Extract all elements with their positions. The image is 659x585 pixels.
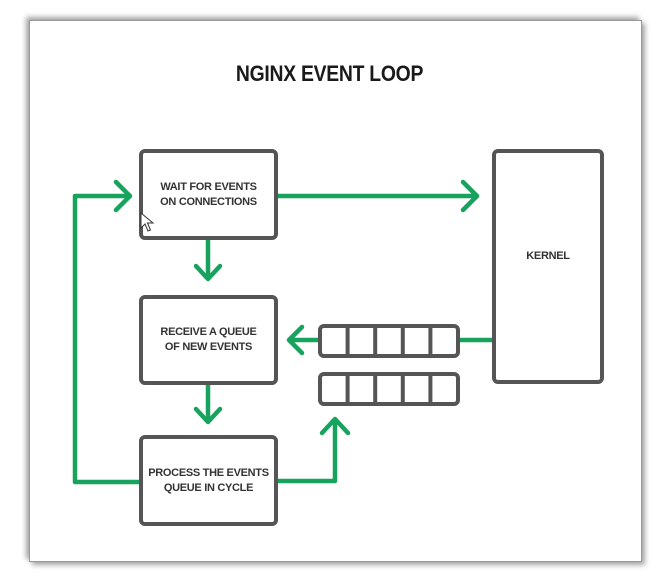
- edges: [72, 179, 496, 485]
- incoming-queue: [318, 324, 460, 358]
- node-kernel: [492, 149, 604, 384]
- label-kernel: KERNEL: [494, 151, 602, 361]
- mouse-cursor-icon: [140, 212, 155, 232]
- label-receive-queue: RECEIVE A QUEUE OF NEW EVENTS: [141, 297, 276, 383]
- label-line: OF NEW EVENTS: [164, 341, 253, 353]
- arrowhead-to-wait: [113, 179, 133, 213]
- label-line: RECEIVE A QUEUE: [160, 326, 257, 338]
- label-wait-for-events: WAIT FOR EVENTS ON CONNECTIONS: [141, 151, 276, 238]
- arrowhead-to-outgoing-queue: [319, 416, 351, 436]
- label-line: WAIT FOR EVENTS: [160, 180, 257, 193]
- node-wait-for-events: [139, 149, 278, 240]
- queue-outline: [318, 372, 460, 406]
- arrowhead-to-process: [193, 406, 223, 425]
- node-process-events: [139, 435, 278, 526]
- nodes: [139, 149, 604, 526]
- queues: [318, 324, 460, 406]
- arrowhead-to-kernel: [460, 179, 480, 213]
- label-line: ON CONNECTIONS: [160, 195, 257, 208]
- label-process-events: PROCESS THE EVENTS QUEUE IN CYCLE: [141, 437, 276, 524]
- edge-process-to-wait: [72, 193, 143, 485]
- label-line: KERNEL: [526, 249, 570, 262]
- queue-outline: [318, 324, 460, 358]
- arrowhead-to-receive-side: [286, 324, 305, 356]
- node-receive-queue: [139, 295, 278, 385]
- label-line: PROCESS THE EVENTS: [148, 466, 269, 479]
- edge-process-to-queue: [273, 417, 338, 484]
- arrowhead-to-receive: [193, 263, 223, 282]
- diagram-title: NGINX EVENT LOOP: [235, 61, 424, 86]
- outgoing-queue: [318, 372, 460, 406]
- label-line: QUEUE IN CYCLE: [163, 481, 254, 494]
